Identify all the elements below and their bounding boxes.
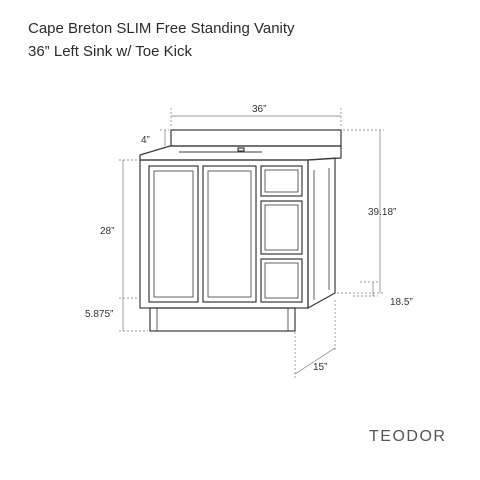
left-door	[148, 165, 199, 303]
toe-kick-dimension-label: 5.875”	[85, 309, 113, 320]
total-height-dimension-label: 39.18”	[368, 207, 396, 218]
faucet	[237, 147, 245, 152]
bottom-drawer	[260, 258, 303, 303]
width-dimension-label: 36”	[252, 104, 266, 115]
brand-logo: TEODOR	[369, 428, 447, 445]
backsplash	[170, 129, 342, 147]
top-drawer	[260, 165, 303, 197]
cabinet-body	[139, 159, 309, 309]
cabinet-side	[307, 157, 336, 310]
backsplash-dimension-label: 4”	[141, 135, 150, 146]
counter-height-dimension-label: 28”	[100, 226, 114, 237]
middle-drawer	[260, 200, 303, 255]
toe-kick	[149, 307, 296, 332]
dimension-lines	[119, 108, 384, 378]
product-title: Cape Breton SLIM Free Standing Vanity	[28, 20, 295, 37]
depth-dimension-label: 18.5”	[390, 297, 413, 308]
side-depth-dimension-label: 15”	[313, 362, 327, 373]
product-subtitle: 36” Left Sink w/ Toe Kick	[28, 43, 192, 60]
vanity-outline	[139, 129, 342, 332]
right-door	[202, 165, 257, 303]
